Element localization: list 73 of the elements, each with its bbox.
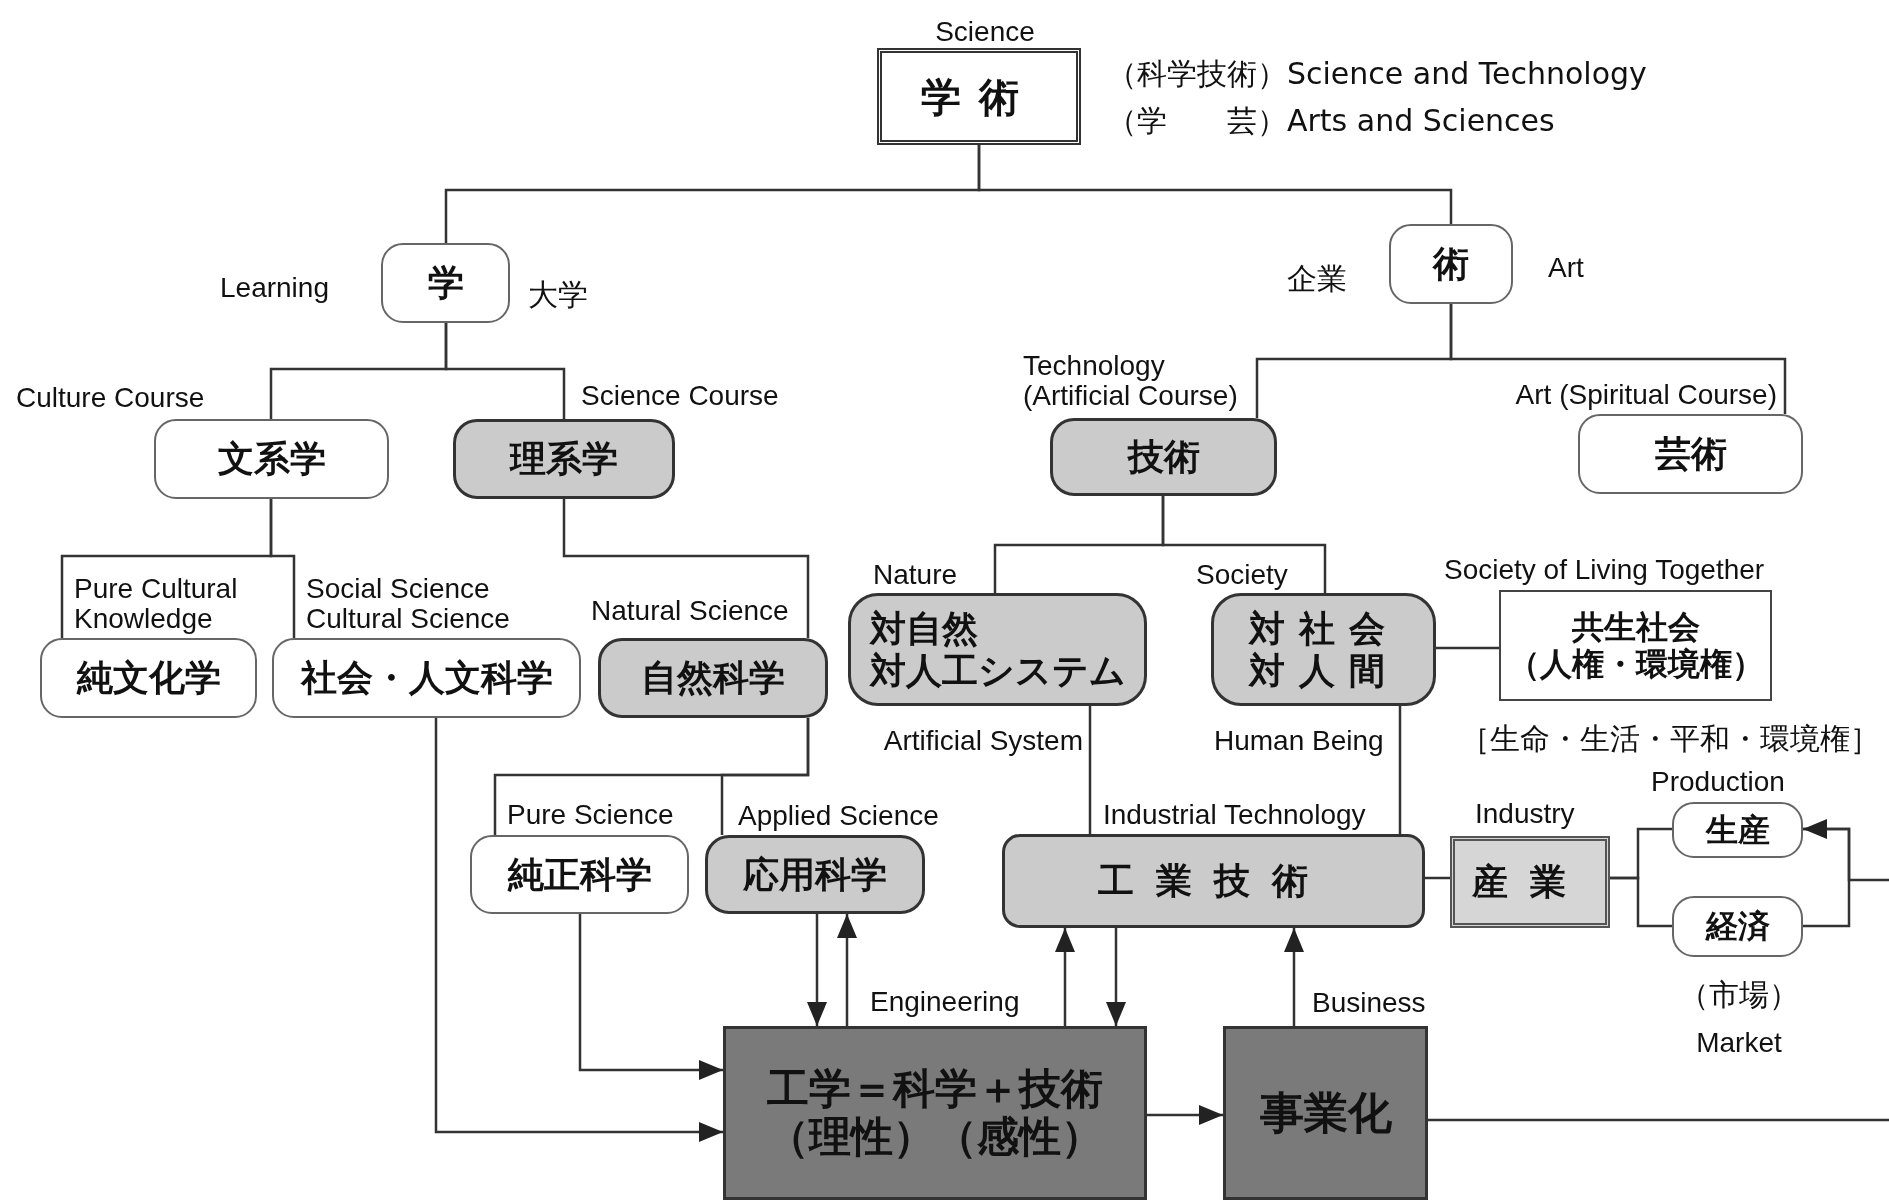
heading-label: Technology (Artificial Course)	[1023, 351, 1239, 411]
heading-label: Natural Science	[591, 596, 790, 626]
heading-label: Culture Course	[16, 383, 206, 413]
box-label: 理系学	[510, 438, 618, 480]
box-label: 対社会対人間	[1248, 608, 1399, 691]
arrow	[1055, 928, 1075, 1026]
dark-box	[1223, 1026, 1428, 1200]
heading-label: Pure Science	[507, 800, 675, 830]
box-label: 術	[1433, 243, 1469, 285]
box-label: 工業技術	[1097, 860, 1330, 902]
side-label: ［生命・生活・平和・環境権］	[1460, 722, 1881, 756]
box-label: 純正科学	[507, 853, 652, 896]
box-label: 芸術	[1654, 433, 1727, 475]
box-label: 経済	[1705, 908, 1770, 945]
heading-label: Applied Science	[738, 801, 940, 831]
connector-line	[1161, 496, 1327, 593]
heading-label: Science Course	[581, 381, 780, 411]
side-label: （学 芸）Arts and Sciences	[1107, 104, 1556, 138]
flow-label: Business	[1312, 988, 1426, 1018]
arrow	[1106, 928, 1126, 1026]
box-label: 文系学	[217, 438, 326, 480]
arrow	[1147, 1105, 1223, 1125]
side-label: （市場）	[1678, 978, 1800, 1012]
box-label: 共生社会（人権・環境権）	[1507, 608, 1764, 683]
box-label: 社会・人文科学	[300, 657, 553, 699]
arrow	[578, 914, 723, 1080]
box-label: 対自然対人工システム	[869, 608, 1126, 691]
dark-box	[723, 1026, 1147, 1200]
connector-line	[720, 718, 810, 835]
connector-line	[444, 323, 566, 419]
connector-line	[269, 499, 296, 638]
arrow	[807, 914, 827, 1026]
box-label: 学術	[921, 73, 1037, 120]
heading-label: Social Science Cultural Science	[306, 574, 511, 634]
arrow	[434, 718, 723, 1142]
side-label: Artificial System	[882, 726, 1083, 756]
side-label: Learning	[220, 273, 330, 303]
heading-label: Art (Spiritual Course)	[1514, 380, 1777, 410]
flow-label: Engineering	[870, 987, 1020, 1017]
box-label: 産業	[1472, 861, 1588, 903]
heading-label: Science	[934, 17, 1036, 47]
connector-line	[562, 499, 810, 638]
box-label: 学	[427, 262, 464, 304]
box-label: 事業化	[1259, 1087, 1392, 1139]
box-label: 工学＝科学＋技術（理性）（感性）	[767, 1064, 1103, 1162]
box-label: 自然科学	[641, 657, 785, 699]
arrow	[837, 914, 857, 1026]
heading-label: Industry	[1475, 799, 1576, 829]
side-label: Market	[1695, 1028, 1783, 1058]
box-label: 生産	[1705, 811, 1770, 849]
connector-line	[977, 145, 1453, 224]
heading-label: Production	[1651, 767, 1786, 797]
connector-line	[1425, 876, 1450, 880]
box-label: 純文化学	[76, 657, 221, 699]
heading-label: Nature	[873, 560, 959, 590]
side-label: Human Being	[1214, 726, 1385, 756]
connector-line	[1398, 706, 1402, 834]
heading-label: Industrial Technology	[1103, 800, 1367, 830]
side-label: 大学	[528, 278, 589, 312]
arrow	[1284, 928, 1304, 1026]
arrow	[1803, 819, 1889, 882]
heading-label: Pure Cultural Knowledge	[74, 574, 239, 634]
side-label: （科学技術）Science and Technology	[1107, 57, 1648, 91]
heading-label: Society of Living Together	[1444, 555, 1766, 585]
side-label: Art	[1548, 253, 1585, 283]
connector-line	[1088, 706, 1092, 834]
side-label: 企業	[1287, 262, 1348, 296]
heading-label: Society	[1196, 560, 1289, 590]
connector-line	[1436, 646, 1499, 650]
connector-line	[1428, 1118, 1889, 1122]
connector-line	[1610, 876, 1672, 928]
box-label: 技術	[1127, 436, 1200, 478]
box-label: 応用科学	[743, 853, 887, 896]
